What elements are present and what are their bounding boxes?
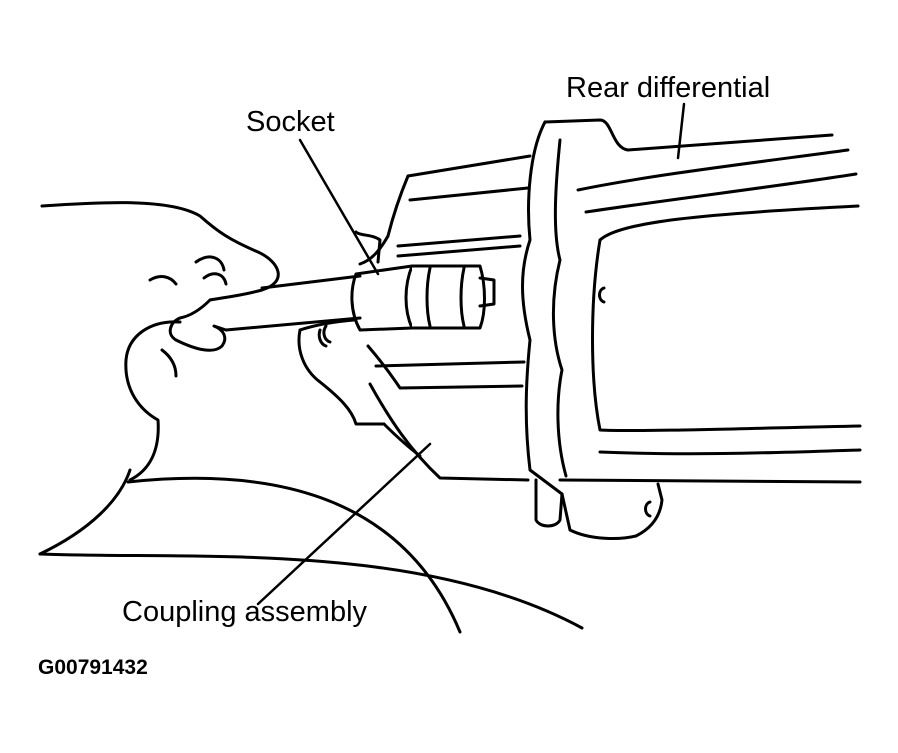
socket <box>352 266 494 330</box>
label-coupling-assembly: Coupling assembly <box>122 596 368 628</box>
leader-rear-differential <box>678 104 684 158</box>
leader-coupling-assembly <box>258 444 430 604</box>
leader-lines <box>258 104 684 604</box>
leader-socket <box>300 140 378 274</box>
rear-differential-housing <box>523 120 861 538</box>
hand <box>42 203 278 480</box>
coupling-assembly-body <box>299 156 530 480</box>
label-socket: Socket <box>246 106 335 138</box>
extension-bar <box>226 276 360 330</box>
label-rear-differential: Rear differential <box>566 72 771 104</box>
figure-id: G00791432 <box>38 656 148 679</box>
